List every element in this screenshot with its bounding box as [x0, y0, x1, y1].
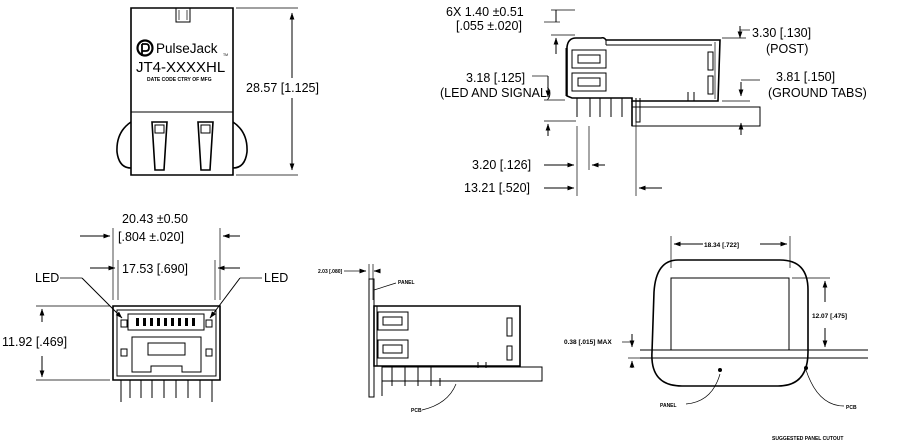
ground-tab-label: (GROUND TABS) [768, 86, 867, 100]
post-label: (POST) [766, 42, 808, 56]
pulsejack-logo-icon [136, 39, 154, 57]
contact-fingers [136, 318, 195, 326]
side-slot-lower [707, 75, 714, 95]
panel-gap-dim: 2.03 [.080] [318, 269, 343, 275]
upper-port [571, 49, 607, 69]
ground-tab-dim: 3.81 [.150] [776, 70, 835, 84]
panel-mount-view: 2.03 [.080] PANEL PCB [318, 264, 543, 414]
end-inner-width: 17.53 [.690] [122, 262, 188, 276]
post-pitch-line1: 6X 1.40 ±0.51 [446, 5, 524, 19]
pcb-label-mount: PCB [411, 408, 422, 414]
post-pitch-line2: [.055 ±.020] [456, 19, 522, 33]
led-signal-label: (LED AND SIGNAL) [440, 86, 551, 100]
mount-pcb [381, 366, 543, 382]
mount-body-outline [373, 305, 521, 367]
side-view: 6X 1.40 ±0.51 [.055 ±.020] 3.30 [.130] (… [440, 5, 867, 196]
end-view: 20.43 ±0.50 [.804 ±.020] 17.53 [.690] LE… [2, 212, 288, 402]
end-housing-outline [112, 305, 221, 381]
cutout-width-dim: 18.34 [.722] [704, 242, 739, 249]
front-pin-left [151, 121, 168, 171]
date-code-line: DATE CODE CTRY OF MFG [147, 77, 212, 83]
led-signal-dim: 3.18 [.125] [466, 71, 525, 85]
led-window-right [205, 319, 213, 328]
jack-outline-in-cutout [670, 277, 790, 351]
end-width-line2: [.804 ±.020] [118, 230, 184, 244]
led-label-left: LED [35, 271, 59, 285]
front-pin-right [197, 121, 214, 171]
right-shield-tab [232, 121, 248, 169]
left-shield-tab [116, 121, 132, 169]
cutout-view: 18.34 [.722] 12.07 [.475] 0.38 [.015] MA… [564, 236, 868, 442]
contact-block [127, 313, 205, 331]
jack-body-outline [130, 7, 234, 176]
end-height-dim: 11.92 [.469] [2, 335, 67, 349]
cutout-panel-label: PANEL [660, 403, 677, 409]
front-height-dim: 28.57 [1.125] [246, 81, 319, 95]
front-view: PulseJack TM JT4-XXXXHL DATE CODE CTRY O… [116, 7, 319, 176]
side-body-outline [566, 36, 721, 102]
led-label-right: LED [264, 271, 288, 285]
part-number: JT4-XXXXHL [136, 59, 225, 76]
cutout-caption: SUGGESTED PANEL CUTOUT [772, 436, 843, 442]
lower-port [571, 72, 607, 92]
cutout-height-dim: 12.07 [.475] [812, 313, 847, 320]
post-dim: 3.30 [.130] [752, 26, 811, 40]
led-window-left [120, 319, 128, 328]
side-slot-upper [707, 51, 714, 71]
latch-tab [175, 7, 191, 23]
panel-cutout-outline [651, 259, 809, 387]
rj45-opening [131, 336, 202, 373]
end-width-line1: 20.43 ±0.50 [122, 212, 188, 226]
brand-trademark: TM [223, 53, 228, 57]
dim-3-20: 3.20 [.126] [472, 158, 531, 172]
dim-13-21: 13.21 [.520] [464, 181, 530, 195]
brand-name: PulseJack [156, 41, 218, 56]
panel-label-mount: PANEL [398, 280, 415, 286]
cutout-pcb-label: PCB [846, 405, 857, 411]
cutout-offset-dim: 0.38 [.015] MAX [564, 339, 612, 346]
